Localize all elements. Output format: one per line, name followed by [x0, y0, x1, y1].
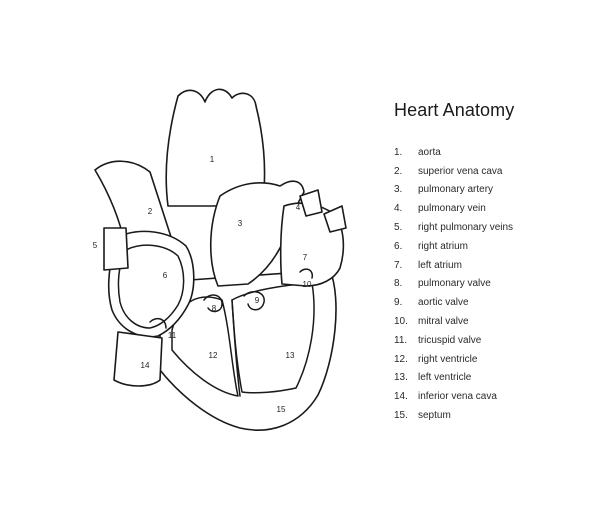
diagram-label-13: 13: [286, 351, 295, 360]
legend-item: 6. right atrium: [394, 237, 594, 256]
legend-number: 14.: [394, 391, 408, 403]
legend-label: left atrium: [418, 259, 462, 271]
legend-number: 9.: [394, 297, 403, 309]
mitral-valve-shape: [299, 268, 314, 279]
legend-panel: Heart Anatomy 1. aorta 2. superior vena ca…: [394, 100, 594, 425]
legend-number: 4.: [394, 203, 403, 215]
legend-item: 8. pulmonary valve: [394, 275, 594, 294]
legend-item: 1. aorta: [394, 143, 594, 162]
aorta-shape: [165, 88, 266, 207]
legend-number: 10.: [394, 316, 408, 328]
diagram-label-11: 11: [168, 331, 177, 340]
diagram-label-10: 10: [303, 280, 312, 289]
legend-number: 13.: [394, 372, 408, 384]
legend-label: right ventricle: [418, 353, 478, 365]
inferior-vena-cava-shape: [113, 331, 163, 387]
diagram-label-5: 5: [93, 241, 98, 250]
right-atrium-inner: [117, 244, 185, 329]
legend-number: 8.: [394, 278, 403, 290]
diagram-label-3: 3: [238, 219, 243, 228]
legend-item: 12. right ventricle: [394, 350, 594, 369]
diagram-label-9: 9: [255, 296, 260, 305]
legend-number: 1.: [394, 146, 403, 158]
legend-label: right atrium: [418, 240, 469, 252]
legend-number: 7.: [394, 259, 403, 271]
legend-item: 11. tricuspid valve: [394, 331, 594, 350]
tricuspid-valve-shape: [149, 317, 167, 329]
diagram-label-7: 7: [303, 253, 308, 262]
legend-number: 2.: [394, 165, 403, 177]
legend-item: 3. pulmonary artery: [394, 181, 594, 200]
legend-number: 6.: [394, 240, 403, 252]
legend-number: 5.: [394, 222, 403, 234]
legend-number: 15.: [394, 410, 408, 422]
legend-label: pulmonary vein: [418, 203, 486, 215]
legend-label: pulmonary valve: [418, 278, 491, 290]
diagram-label-1: 1: [210, 155, 215, 164]
diagram-label-6: 6: [163, 271, 168, 280]
legend-label: tricuspid valve: [418, 334, 482, 346]
legend-number: 3.: [394, 184, 403, 196]
legend-item: 13. left ventricle: [394, 369, 594, 388]
diagram-label-15: 15: [277, 405, 286, 414]
legend-title: Heart Anatomy: [394, 100, 515, 120]
legend-item: 2. superior vena cava: [394, 162, 594, 181]
legend-number: 11.: [394, 334, 408, 346]
left-ventricle-shape: [231, 282, 315, 394]
legend-item: 9. aortic valve: [394, 293, 594, 312]
legend-label: aortic valve: [418, 297, 469, 309]
diagram-label-2: 2: [148, 207, 153, 216]
legend-item: 7. left atrium: [394, 256, 594, 275]
legend-label: septum: [418, 410, 451, 422]
right-ventricle-shape: [171, 296, 239, 397]
legend-item: 4. pulmonary vein: [394, 199, 594, 218]
aortic-valve-shape: [243, 291, 265, 311]
legend-number: 12.: [394, 353, 408, 365]
pulmonary-vein-shape: [299, 189, 323, 217]
legend-label: inferior vena cava: [418, 391, 497, 403]
pulmonary-valve-shape: [203, 294, 223, 313]
legend-list: 1. aorta 2. superior vena cava 3. pulmonary…: [394, 143, 594, 425]
right-pulmonary-veins-shape: [103, 227, 129, 271]
legend-item: 14. inferior vena cava: [394, 387, 594, 406]
legend-item: 5. right pulmonary veins: [394, 218, 594, 237]
diagram-label-4: 4: [296, 203, 301, 212]
legend-item: 15. septum: [394, 406, 594, 425]
legend-item: 10. mitral valve: [394, 312, 594, 331]
legend-label: aorta: [418, 146, 441, 158]
legend-label: left ventricle: [418, 372, 472, 384]
legend-label: superior vena cava: [418, 165, 503, 177]
right-atrium-shape: [107, 230, 195, 338]
legend-label: right pulmonary veins: [418, 222, 514, 234]
legend-label: pulmonary artery: [418, 184, 494, 196]
septum-line: [231, 299, 241, 397]
diagram-label-8: 8: [212, 304, 217, 313]
pulmonary-vein-shape-2: [323, 205, 347, 233]
diagram-label-12: 12: [209, 351, 218, 360]
legend-label: mitral valve: [418, 316, 469, 328]
diagram-label-14: 14: [141, 361, 150, 370]
